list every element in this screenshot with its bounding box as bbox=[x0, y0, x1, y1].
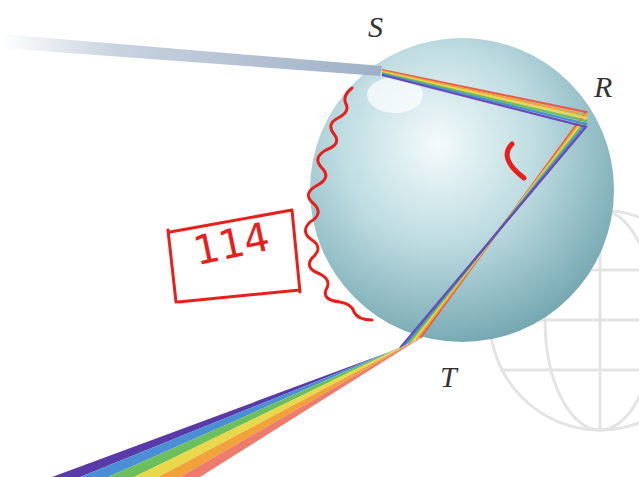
refracted-rays bbox=[382, 70, 586, 348]
angle-annotation: 114 bbox=[190, 216, 273, 271]
angle-arc-mark bbox=[305, 88, 372, 320]
angle-arc-mark bbox=[507, 144, 524, 178]
raindrop bbox=[310, 38, 614, 342]
incoming-ray bbox=[0, 34, 382, 76]
point-label: S bbox=[368, 12, 383, 42]
point-label: R bbox=[594, 72, 612, 102]
annotation-box bbox=[168, 210, 300, 302]
outgoing-spectrum bbox=[52, 336, 424, 477]
point-label: T bbox=[440, 362, 457, 392]
